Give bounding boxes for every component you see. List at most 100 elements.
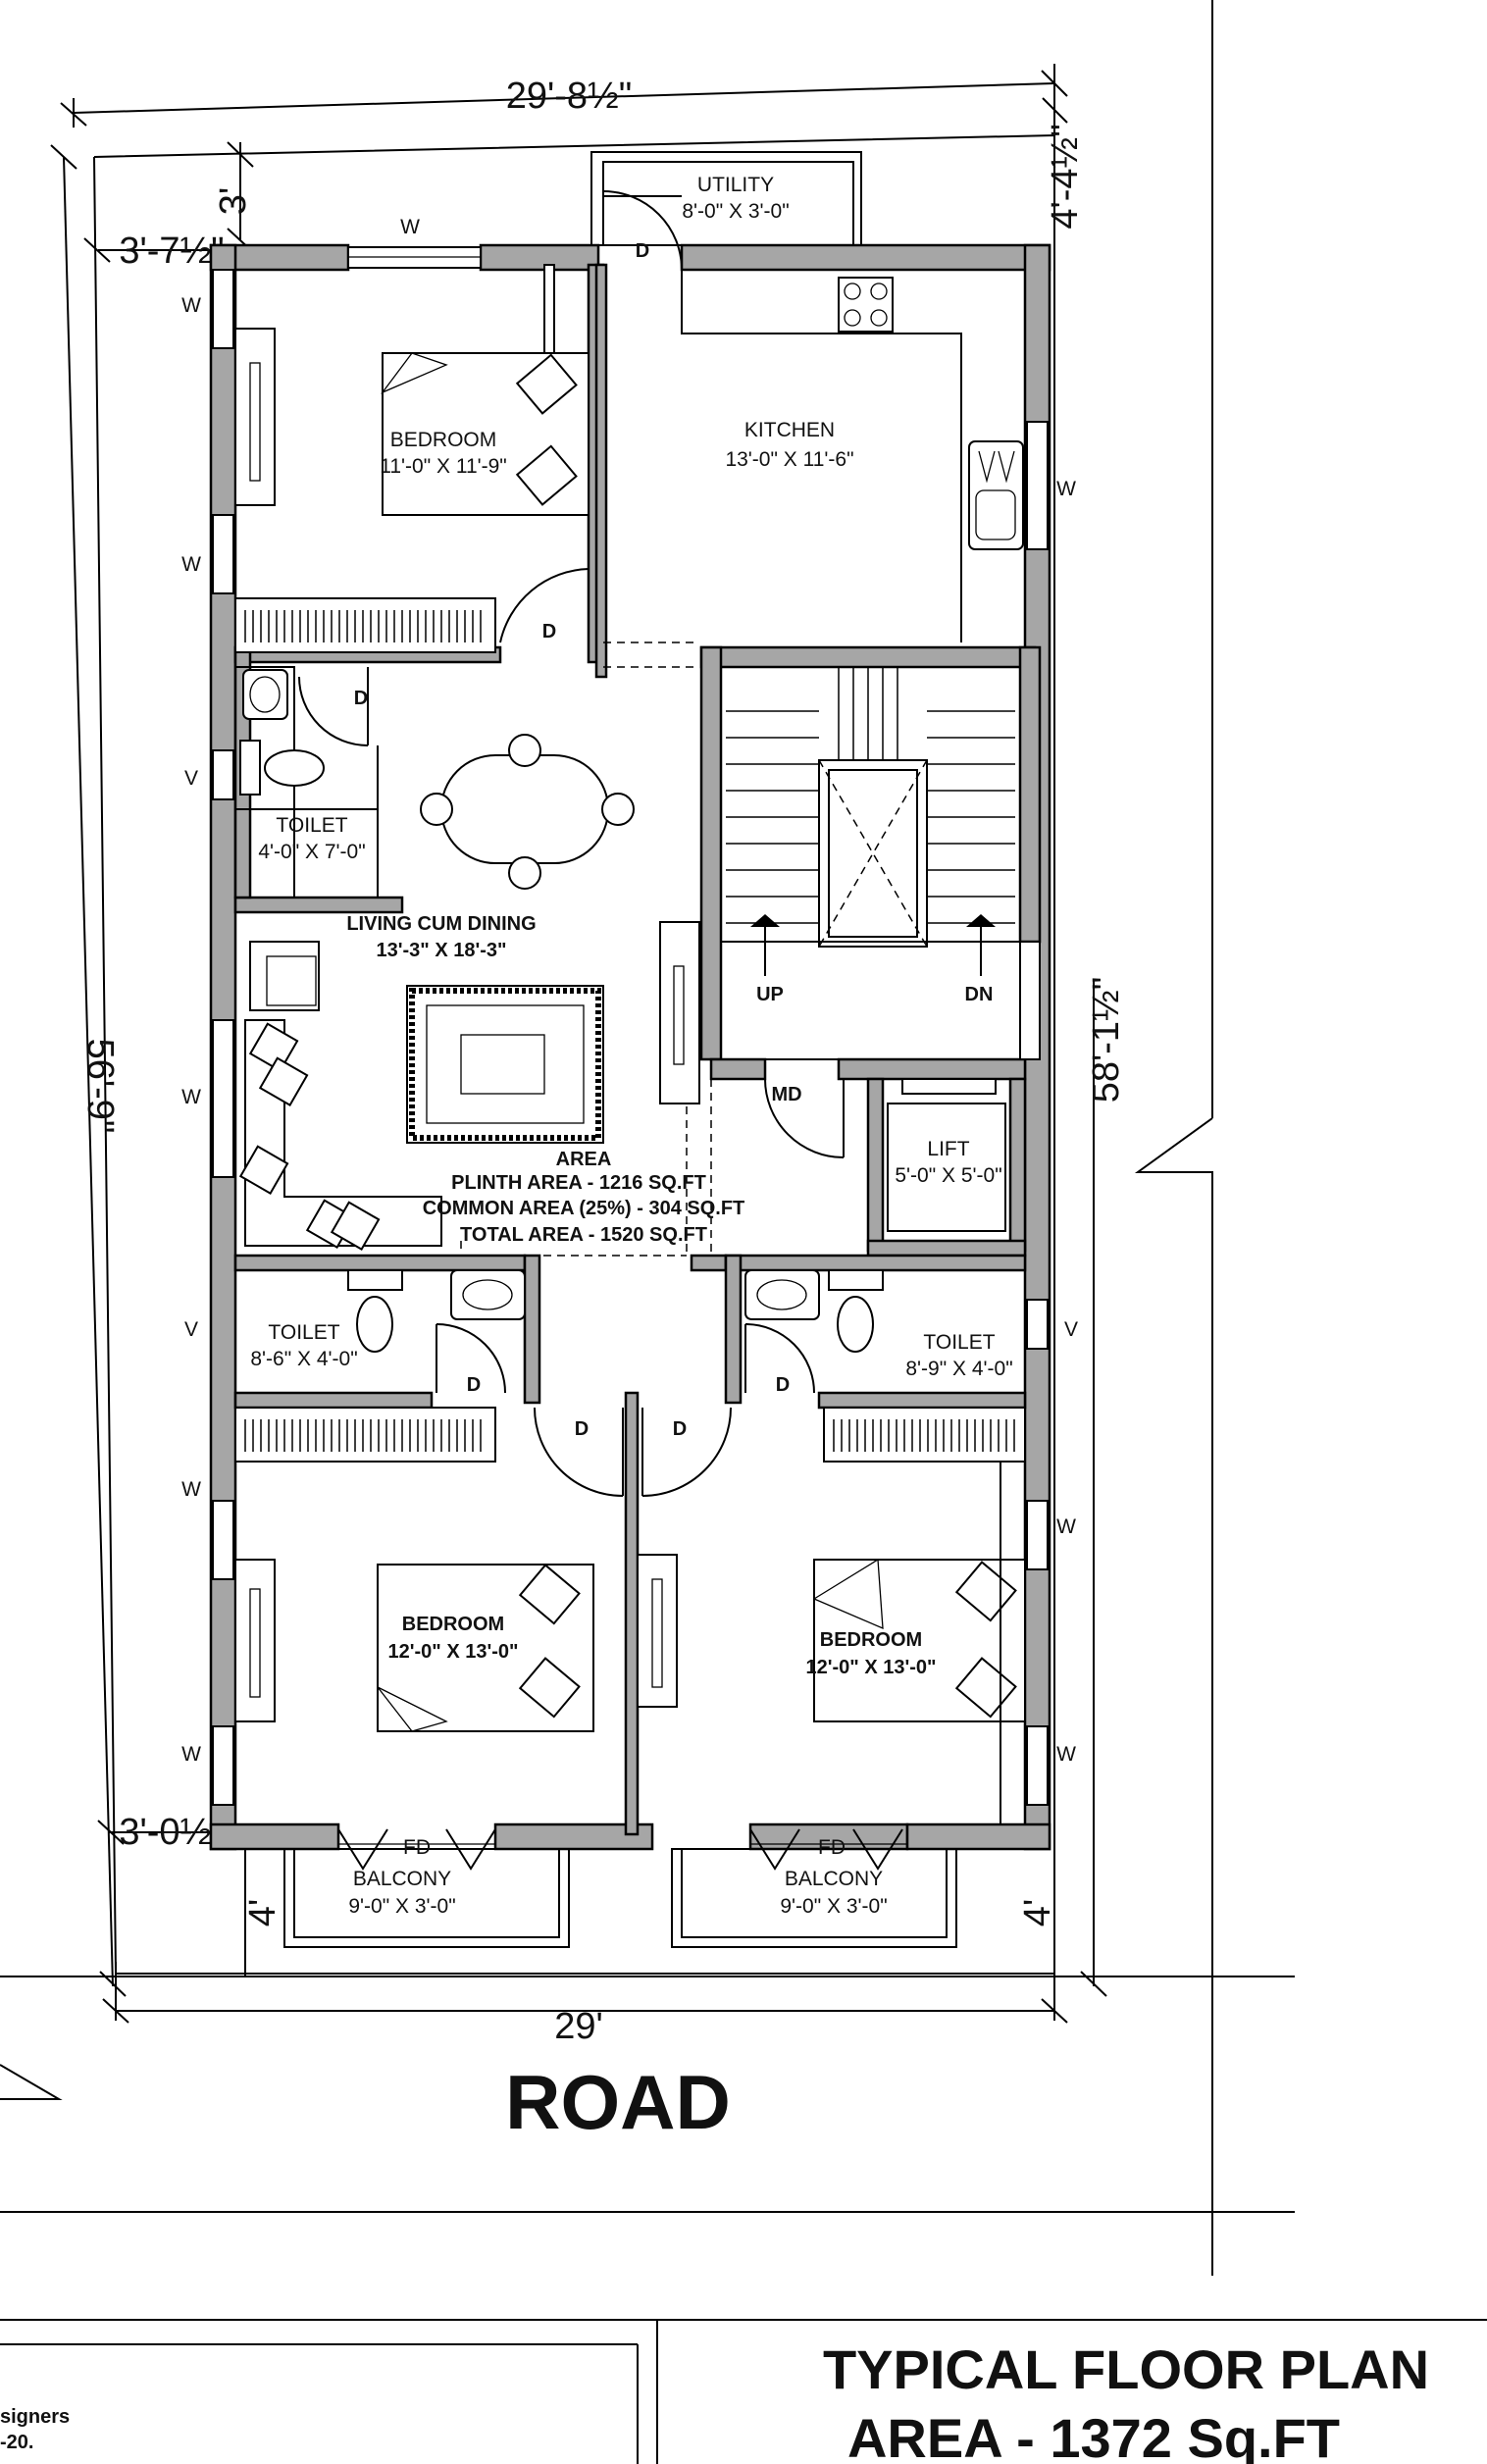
- window-mark: W: [181, 1086, 201, 1108]
- wardrobe-icon: [637, 1554, 678, 1708]
- balconies: [283, 1828, 957, 1948]
- bedroom-top-size: 11'-0" X 11'-9": [380, 455, 507, 478]
- dining-table-icon: [440, 754, 609, 864]
- ventilator-mark: V: [1064, 1318, 1078, 1341]
- door-mark: D: [467, 1374, 481, 1396]
- toilet-top-fixtures: [234, 666, 379, 898]
- french-door-mark: FD: [818, 1836, 846, 1859]
- toilet-top-label: TOILET: [276, 814, 347, 837]
- right-depth-dimension: 58'-1½": [1086, 977, 1127, 1104]
- balcony-left-size: 9'-0" X 3'-0": [348, 1895, 455, 1918]
- window-mark: W: [1056, 1515, 1076, 1538]
- tv-unit-icon: [659, 921, 700, 1104]
- bedroom-top-label: BEDROOM: [390, 429, 497, 451]
- door-mark: D: [776, 1374, 790, 1396]
- left-depth-dimension: 56'-9": [79, 1039, 121, 1134]
- window-openings: [212, 246, 1049, 1806]
- bedroom-left-size: 12'-0" X 13'-0": [388, 1641, 519, 1663]
- door-mark: D: [542, 621, 556, 642]
- room-labels: UTILITY 8'-0" X 3'-0" BEDROOM 11'-0" X 1…: [250, 174, 1012, 1918]
- shelf-icon: [234, 1407, 496, 1463]
- area-note-total: TOTAL AREA - 1520 SQ.FT: [460, 1224, 707, 1246]
- utility-area: [590, 151, 862, 271]
- top-width-dimension: 29'-8½": [506, 76, 633, 117]
- shelf-icon: [823, 1407, 1026, 1463]
- top-left-setback-dimension: 3': [213, 187, 254, 215]
- toilet-left-size: 8'-6" X 4'-0": [250, 1348, 357, 1370]
- staircase: [720, 666, 1021, 1060]
- lift-label: LIFT: [927, 1138, 969, 1160]
- down-arrow-icon: [966, 914, 996, 927]
- stove-icon: [838, 277, 894, 333]
- wardrobe-icon: [234, 1559, 276, 1722]
- utility-size: 8'-0" X 3'-0": [682, 200, 789, 223]
- living-label: LIVING CUM DINING: [346, 913, 536, 935]
- door-mark: D: [636, 240, 649, 262]
- ventilator-mark: V: [184, 767, 198, 790]
- left-offset-bottom-dimension: 3'-0½": [119, 1812, 224, 1853]
- stair-down-mark: DN: [965, 984, 994, 1005]
- balcony-right-depth-dimension: 4': [1017, 1899, 1058, 1926]
- bottom-width-dimension: 29': [554, 2006, 603, 2047]
- window-mark: W: [181, 553, 201, 576]
- kitchen-size: 13'-0" X 11'-6": [725, 448, 853, 471]
- living-size: 13'-3" X 18'-3": [377, 940, 507, 961]
- balcony-left-depth-dimension: 4': [242, 1899, 283, 1926]
- top-right-offset-dimension: 4'-4½": [1045, 124, 1086, 229]
- wc-icon: [837, 1296, 874, 1353]
- window-mark: W: [1056, 478, 1076, 500]
- area-note-title: AREA: [556, 1149, 612, 1170]
- bedroom-left-label: BEDROOM: [402, 1614, 504, 1635]
- toilet-top-size: 4'-0" X 7'-0": [258, 841, 365, 863]
- toilet-right-label: TOILET: [923, 1331, 995, 1354]
- bedroom-left-furniture: [234, 1407, 594, 1732]
- balcony-right-label: BALCONY: [785, 1868, 883, 1890]
- title-block-area: AREA - 1372 Sq.FT: [847, 2407, 1340, 2464]
- window-mark: W: [181, 1743, 201, 1766]
- toilet-right-size: 8'-9" X 4'-0": [905, 1358, 1012, 1380]
- window-mark: W: [181, 1478, 201, 1501]
- up-arrow-icon: [750, 914, 780, 927]
- toilet-right-fixtures: [744, 1269, 884, 1394]
- washbasin-icon: [450, 1269, 526, 1320]
- road-label: ROAD: [505, 2059, 731, 2145]
- balcony-left-label: BALCONY: [353, 1868, 451, 1890]
- window-mark: W: [400, 216, 420, 238]
- dimension-texts: 29'-8½" 29' 56'-9" 58'-1½" 4'-4½" 3' 3'-…: [79, 76, 1127, 2047]
- toilet-left-label: TOILET: [268, 1321, 339, 1344]
- bedroom-doors: [534, 1407, 732, 1497]
- wardrobe-icon: [234, 328, 276, 506]
- stair-up-mark: UP: [756, 984, 784, 1005]
- window-mark: W: [181, 294, 201, 317]
- utility-label: UTILITY: [697, 174, 774, 196]
- title-block: TYPICAL FLOOR PLAN AREA - 1372 Sq.FT sig…: [0, 2338, 1429, 2464]
- title-block-firm: signers: [0, 2406, 70, 2428]
- toilet-left-fixtures: [347, 1269, 526, 1394]
- left-offset-top-dimension: 3'-7½": [119, 231, 224, 272]
- rug-icon: [406, 985, 604, 1144]
- title-block-title: TYPICAL FLOOR PLAN: [823, 2338, 1429, 2400]
- opening-marks: W W W W W W W W W V V V D D D D D D D MD…: [181, 216, 1078, 1859]
- kitchen-label: KITCHEN: [744, 419, 835, 441]
- kitchen-counter: [681, 270, 1024, 642]
- title-block-date: -20.: [0, 2432, 33, 2453]
- door-mark: D: [575, 1418, 589, 1440]
- bedroom-right-size: 12'-0" X 13'-0": [806, 1657, 937, 1678]
- lift-size: 5'-0" X 5'-0": [895, 1164, 1001, 1187]
- area-note-common: COMMON AREA (25%) - 304 SQ.FT: [423, 1198, 745, 1219]
- ventilator-mark: V: [184, 1318, 198, 1341]
- bedroom-right-furniture: [637, 1407, 1026, 1824]
- living-dining-furniture: [238, 734, 700, 1251]
- door-mark: D: [673, 1418, 687, 1440]
- armchair-icon: [249, 941, 320, 1011]
- door-mark: D: [354, 688, 368, 709]
- bedroom-top-furniture: [234, 264, 590, 653]
- main-door-mark: MD: [771, 1084, 801, 1105]
- dashed-openings: [460, 642, 712, 1257]
- balcony-right-size: 9'-0" X 3'-0": [780, 1895, 887, 1918]
- bedroom-right-label: BEDROOM: [820, 1629, 922, 1651]
- window-mark: W: [1056, 1743, 1076, 1766]
- main-door-and-lift: [764, 1078, 1011, 1242]
- french-door-mark: FD: [403, 1836, 431, 1859]
